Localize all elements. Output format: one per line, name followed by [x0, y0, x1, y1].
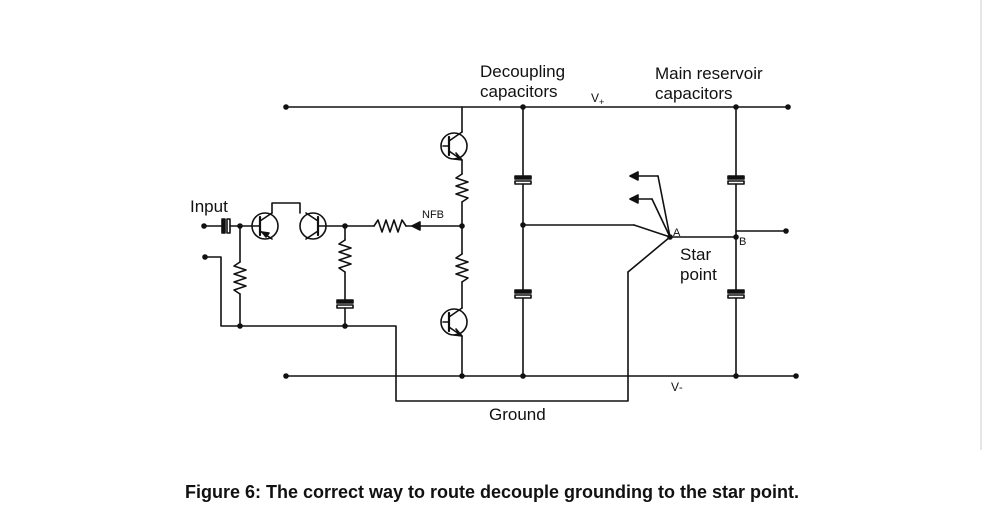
input-bias-resistor	[233, 261, 247, 295]
nfb-resistor	[373, 219, 407, 233]
input-label: Input	[190, 197, 228, 216]
point-a-label: A	[673, 227, 681, 239]
lower-reservoir-capacitor	[727, 289, 745, 299]
star-label-line2: point	[680, 265, 717, 284]
feedback-capacitor	[336, 299, 354, 309]
nfb-label: NFB	[422, 209, 444, 221]
decoupling-label-line1: Decoupling	[480, 62, 565, 81]
reservoir-label-line2: capacitors	[655, 84, 732, 103]
star-point-a	[667, 234, 673, 240]
ground-return-wire	[204, 256, 629, 402]
lower-output-transistor	[440, 307, 468, 337]
page-edge	[980, 0, 982, 450]
lower-emitter-resistor	[455, 253, 469, 283]
input-capacitor	[221, 218, 231, 234]
upper-emitter-resistor	[455, 173, 469, 203]
upper-output-transistor	[440, 131, 468, 161]
input-transistor-right	[299, 212, 346, 240]
star-label-line1: Star	[680, 245, 712, 264]
ground-label: Ground	[489, 405, 546, 424]
upper-decoupling-capacitor	[514, 175, 532, 185]
v-minus-label: V-	[671, 380, 683, 394]
reservoir-label-line1: Main reservoir	[655, 64, 763, 83]
upper-reservoir-capacitor	[727, 175, 745, 185]
figure-caption: Figure 6: The correct way to route decou…	[185, 482, 799, 502]
point-b-label: B	[739, 236, 746, 248]
feedback-shunt-resistor	[338, 239, 352, 273]
point-b	[733, 234, 739, 240]
input-transistor-left	[239, 212, 279, 240]
v-plus-label: V+	[591, 91, 604, 107]
lower-decoupling-capacitor	[514, 289, 532, 299]
decoupling-label-line2: capacitors	[480, 82, 557, 101]
